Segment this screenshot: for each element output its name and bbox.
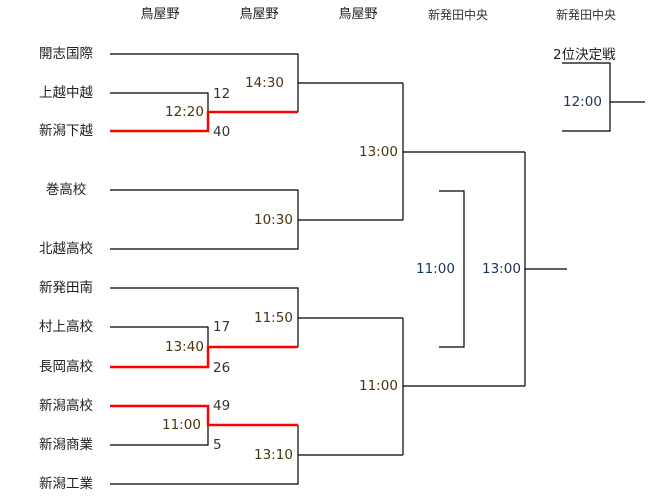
line-shibatam: [110, 287, 299, 347]
team: 新潟商業: [39, 437, 93, 453]
score: 17: [213, 319, 231, 335]
team: 新発田南: [39, 280, 93, 296]
venue-5: 新発田中央: [555, 8, 617, 22]
venue-2: 鳥屋野: [239, 7, 279, 22]
team: 新潟高校: [39, 398, 93, 414]
line-shogyo: [110, 425, 209, 446]
line-kaishi: [110, 53, 299, 112]
winner-line-nagaoka: [110, 345, 298, 369]
score: 5: [213, 437, 222, 453]
venue-4: 新発田中央: [427, 8, 489, 22]
team: 村上高校: [39, 319, 93, 335]
score: 49: [213, 398, 231, 414]
line-kogyo: [110, 425, 299, 485]
winner-line-shimoetsu: [110, 110, 298, 133]
team: 巻高校: [45, 182, 87, 198]
third-bracket: [562, 62, 645, 132]
final-time: 13:00: [482, 261, 521, 277]
match-time: 14:30: [245, 75, 284, 91]
winner-line-niigata: [110, 404, 298, 427]
score: 12: [213, 86, 231, 102]
line-joetsu: [110, 92, 209, 112]
match-time: 11:50: [254, 310, 293, 326]
team: 北越高校: [39, 241, 93, 257]
match-time: 13:10: [254, 447, 293, 463]
team: 新潟工業: [39, 476, 93, 492]
third-place-label: 2位決定戦: [553, 47, 616, 63]
team: 長岡高校: [39, 359, 93, 375]
match-time: 13:40: [165, 339, 204, 355]
venue-3: 鳥屋野: [338, 7, 378, 22]
third-place-time: 12:00: [563, 94, 602, 110]
match-time: 11:00: [162, 417, 201, 433]
match-time: 13:00: [359, 144, 398, 160]
venue-1: 鳥屋野: [140, 7, 180, 22]
match-time: 10:30: [254, 212, 293, 228]
team: 上越中越: [39, 85, 93, 101]
match-time: 12:20: [165, 104, 204, 120]
match-time: 11:00: [359, 378, 398, 394]
score: 26: [213, 360, 231, 376]
team: 新潟下越: [39, 123, 93, 139]
team: 開志国際: [39, 46, 93, 62]
mid-bracket: [439, 190, 465, 348]
match-time: 11:00: [416, 261, 455, 277]
line-murakami: [110, 326, 209, 347]
score: 40: [213, 124, 231, 140]
